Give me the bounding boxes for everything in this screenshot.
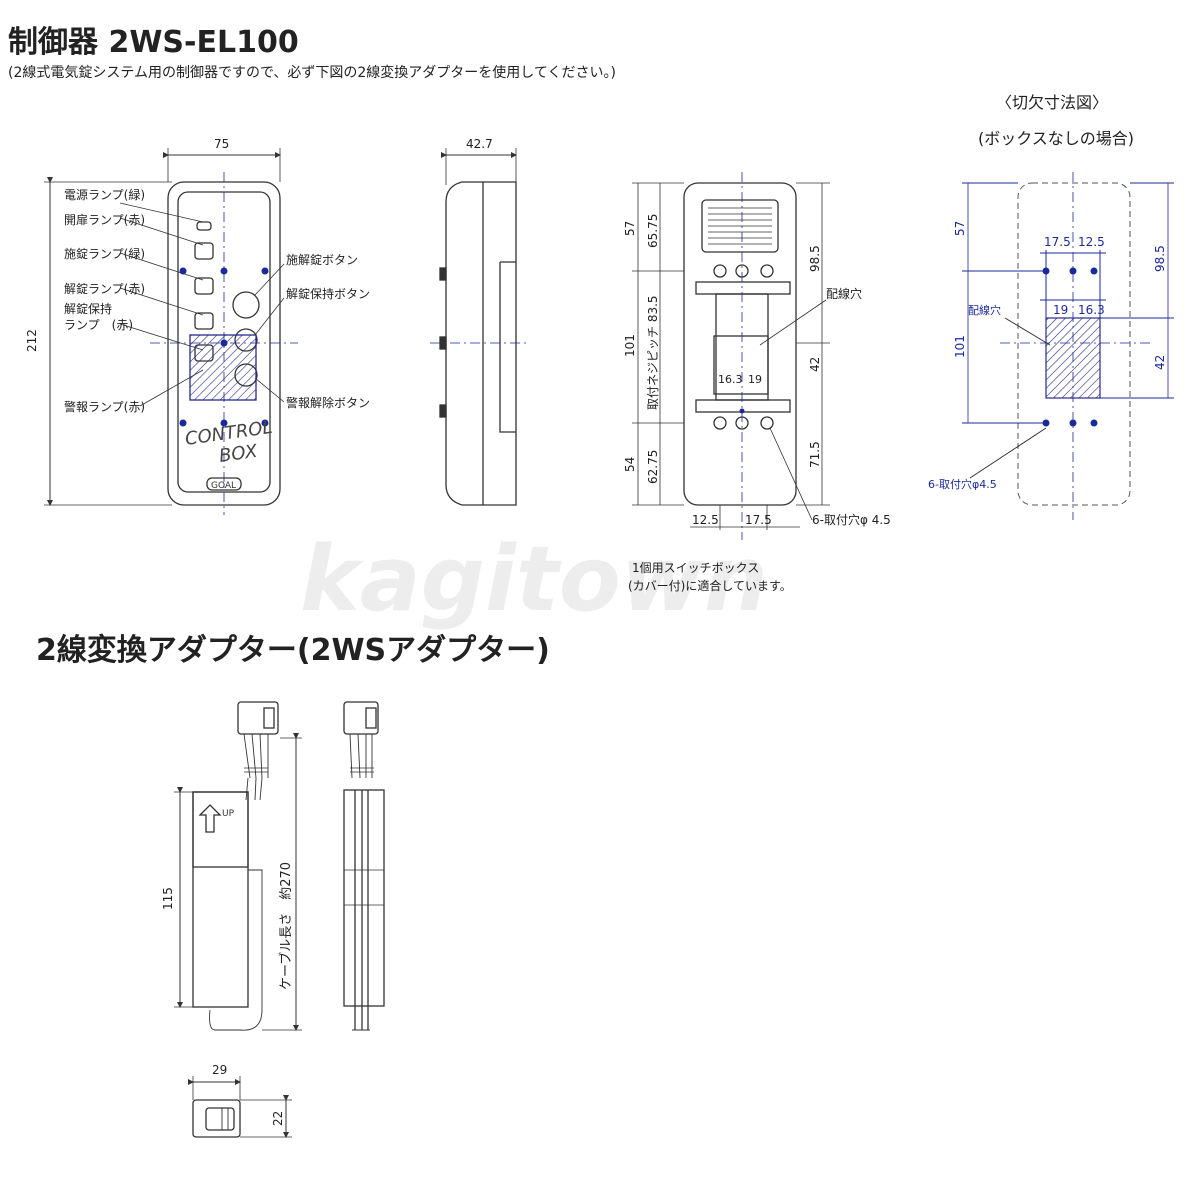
adapter-view <box>174 701 385 1138</box>
panel-text-box: BOX <box>218 441 260 467</box>
back-view <box>632 172 830 540</box>
back-pitch-label: 取付ネジピッチ 83.5 <box>646 295 660 410</box>
cutout-dim-57: 57 <box>953 221 967 236</box>
cutout-dim-125: 12.5 <box>1078 235 1105 249</box>
back-mount-holes: 6-取付穴φ 4.5 <box>812 512 891 527</box>
label-open-lamp: 開扉ランプ(赤) <box>64 213 145 227</box>
back-dim-163: 16.3 <box>718 373 743 386</box>
cutout-title: 〈切欠寸法図〉 <box>996 93 1108 112</box>
cutout-subtitle: (ボックスなしの場合) <box>978 129 1134 148</box>
back-dim-985: 98.5 <box>808 245 822 272</box>
back-dim-42: 42 <box>808 357 822 372</box>
back-dim-101: 101 <box>623 334 637 357</box>
label-lock-button: 施解錠ボタン <box>286 252 358 267</box>
page-title: 制御器 2WS-EL100 <box>8 25 299 60</box>
label-alarm-lamp: 警報ランプ(赤) <box>64 399 145 414</box>
back-dim-57: 57 <box>623 221 637 236</box>
front-width-dim: 75 <box>214 137 229 151</box>
back-dim-6275: 62.75 <box>646 450 660 484</box>
back-dim-715: 71.5 <box>808 441 822 468</box>
front-height-dim: 212 <box>25 329 39 352</box>
label-power-lamp: 電源ランプ(緑) <box>64 187 145 202</box>
back-dim-175: 17.5 <box>745 513 772 527</box>
adapter-width-dim: 29 <box>212 1063 227 1077</box>
cutout-view <box>962 172 1174 520</box>
back-note-2: (カバー付)に適合しています。 <box>628 578 792 593</box>
cutout-wiring-hole: 配線穴 <box>968 303 1001 317</box>
label-hold-button: 解錠保持ボタン <box>286 286 370 301</box>
label-hold-lamp-1: 解錠保持 <box>64 301 112 316</box>
cutout-dots <box>1042 267 1098 427</box>
front-view <box>44 148 298 515</box>
label-alarm-button: 警報解除ボタン <box>286 395 370 410</box>
cutout-dim-985: 98.5 <box>1153 245 1167 272</box>
logo: GOAL <box>211 481 236 491</box>
side-view <box>430 148 530 506</box>
adapter-depth-dim: 22 <box>271 1111 285 1126</box>
back-dim-54: 54 <box>623 457 637 472</box>
label-lock-lamp: 施錠ランプ(緑) <box>64 246 145 261</box>
adapter-cable-label: ケーブル長さ 約270 <box>278 862 294 990</box>
adapter-title: 2線変換アダプター(2WSアダプター) <box>36 633 550 668</box>
back-dots <box>739 408 745 414</box>
side-depth-dim: 42.7 <box>466 137 493 151</box>
front-dots <box>179 267 269 427</box>
cutout-dim-42: 42 <box>1153 355 1167 370</box>
cutout-mount-holes: 6-取付穴φ4.5 <box>928 477 997 491</box>
cutout-dim-163: 16.3 <box>1078 303 1105 317</box>
watermark: kagitown <box>300 527 768 632</box>
back-dim-19: 19 <box>748 373 762 386</box>
cutout-dim-175: 17.5 <box>1044 235 1071 249</box>
page-subtitle: (2線式電気錠システム用の制御器ですので、必ず下図の2線変換アダプターを使用して… <box>8 64 616 81</box>
cutout-dim-101: 101 <box>953 335 967 358</box>
back-note-1: 1個用スイッチボックス <box>632 561 759 575</box>
back-dim-125: 12.5 <box>692 513 719 527</box>
adapter-up-label: UP <box>222 809 235 819</box>
back-dim-6575: 65.75 <box>646 214 660 248</box>
label-hold-lamp-2: ランプ (赤) <box>64 318 133 332</box>
back-wiring-hole: 配線穴 <box>826 286 862 301</box>
label-unlock-lamp: 解錠ランプ(赤) <box>64 281 145 296</box>
adapter-height-dim: 115 <box>161 887 175 910</box>
cutout-dim-19: 19 <box>1053 303 1068 317</box>
